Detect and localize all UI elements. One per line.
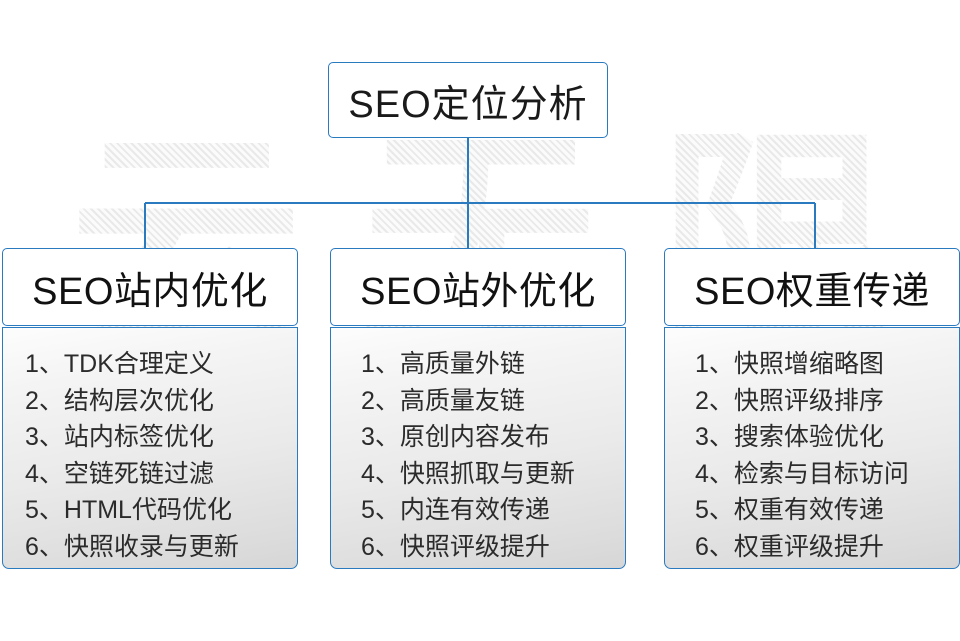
list-item: 2、高质量友链 xyxy=(361,386,525,415)
branch-column-weight-transfer: SEO权重传递 1、快照增缩略图 2、快照评级排序 3、搜索体验优化 4、检索与… xyxy=(664,248,960,569)
list-item: 5、权重有效传递 xyxy=(695,496,884,524)
branch-header-on-site[interactable]: SEO站内优化 xyxy=(2,248,298,326)
branch-header-weight-transfer[interactable]: SEO权重传递 xyxy=(664,248,960,326)
branch-column-on-site: SEO站内优化 1、TDK合理定义 2、结构层次优化 3、站内标签优化 4、空链… xyxy=(2,248,298,569)
branch-body-off-site: 1、高质量外链 2、高质量友链 3、原创内容发布 4、快照抓取与更新 5、内连有… xyxy=(330,327,626,569)
branch-header-label: SEO权重传递 xyxy=(694,270,930,313)
list-item: 3、原创内容发布 xyxy=(361,423,550,451)
list-item: 2、结构层次优化 xyxy=(25,386,214,415)
branch-column-off-site: SEO站外优化 1、高质量外链 2、高质量友链 3、原创内容发布 4、快照抓取与… xyxy=(330,248,626,569)
list-item: 4、空链死链过滤 xyxy=(25,459,214,488)
branch-header-label: SEO站外优化 xyxy=(360,270,596,313)
list-item: 1、TDK合理定义 xyxy=(25,350,214,378)
list-item: 1、高质量外链 xyxy=(361,350,525,378)
root-node[interactable]: SEO定位分析 xyxy=(328,62,608,138)
list-item: 5、内连有效传递 xyxy=(361,496,550,524)
list-item: 4、快照抓取与更新 xyxy=(361,459,575,488)
list-item: 6、快照评级提升 xyxy=(361,532,550,561)
branch-item-list: 1、TDK合理定义 2、结构层次优化 3、站内标签优化 4、空链死链过滤 5、H… xyxy=(3,346,297,565)
list-item: 3、搜索体验优化 xyxy=(695,423,884,451)
branch-header-off-site[interactable]: SEO站外优化 xyxy=(330,248,626,326)
branch-body-on-site: 1、TDK合理定义 2、结构层次优化 3、站内标签优化 4、空链死链过滤 5、H… xyxy=(2,327,298,569)
branch-body-weight-transfer: 1、快照增缩略图 2、快照评级排序 3、搜索体验优化 4、检索与目标访问 5、权… xyxy=(664,327,960,569)
branch-item-list: 1、快照增缩略图 2、快照评级排序 3、搜索体验优化 4、检索与目标访问 5、权… xyxy=(665,346,959,565)
list-item: 6、权重评级提升 xyxy=(695,532,884,561)
list-item: 2、快照评级排序 xyxy=(695,386,884,415)
list-item: 6、快照收录与更新 xyxy=(25,532,239,561)
root-node-label: SEO定位分析 xyxy=(348,83,588,126)
branch-item-list: 1、高质量外链 2、高质量友链 3、原创内容发布 4、快照抓取与更新 5、内连有… xyxy=(331,346,625,565)
list-item: 4、检索与目标访问 xyxy=(695,459,909,488)
list-item: 5、HTML代码优化 xyxy=(25,496,232,524)
list-item: 3、站内标签优化 xyxy=(25,423,214,451)
branch-header-label: SEO站内优化 xyxy=(32,270,268,313)
list-item: 1、快照增缩略图 xyxy=(695,350,884,378)
